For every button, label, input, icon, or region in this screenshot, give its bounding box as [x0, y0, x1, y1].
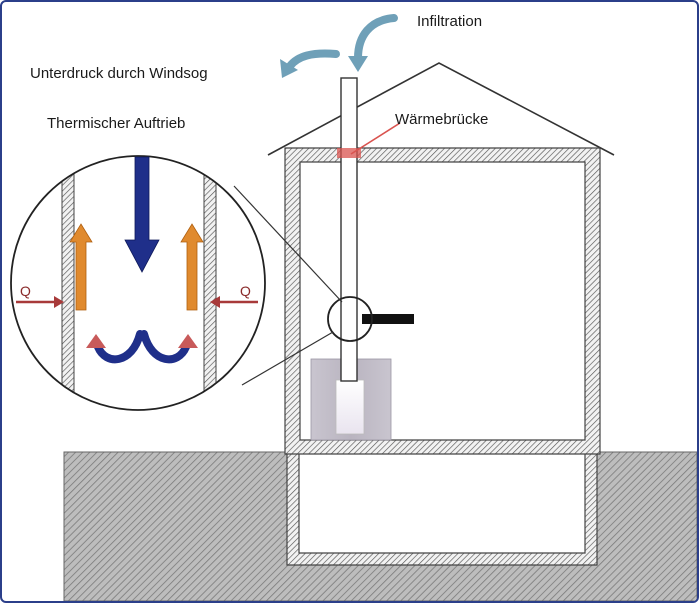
heat-q-left-label: Q — [20, 283, 31, 299]
thermal-bridge-label: Wärmebrücke — [395, 111, 489, 128]
chimney-pipe — [340, 77, 358, 382]
stovepipe-connector — [327, 296, 414, 342]
arrow-right-icon — [16, 296, 258, 308]
curved-arrow-icon — [348, 14, 398, 72]
vortex-arrows-icon — [86, 330, 198, 364]
roof — [267, 62, 615, 156]
detail-circle — [10, 155, 266, 411]
magnifier-lines — [233, 185, 343, 386]
heat-q-right-label: Q — [240, 283, 251, 299]
thermal-lift-label: Thermischer Auftrieb — [47, 115, 186, 132]
arrow-up-icon — [69, 223, 204, 311]
windsog-label: Unterdruck durch Windsog — [30, 65, 208, 82]
house-walls — [284, 147, 601, 455]
basement — [286, 451, 598, 566]
thermal-bridge-marker — [337, 122, 401, 158]
infiltration-label: Infiltration — [417, 13, 483, 30]
curved-arrow-icon — [280, 49, 340, 78]
arrow-down-icon — [124, 156, 160, 273]
